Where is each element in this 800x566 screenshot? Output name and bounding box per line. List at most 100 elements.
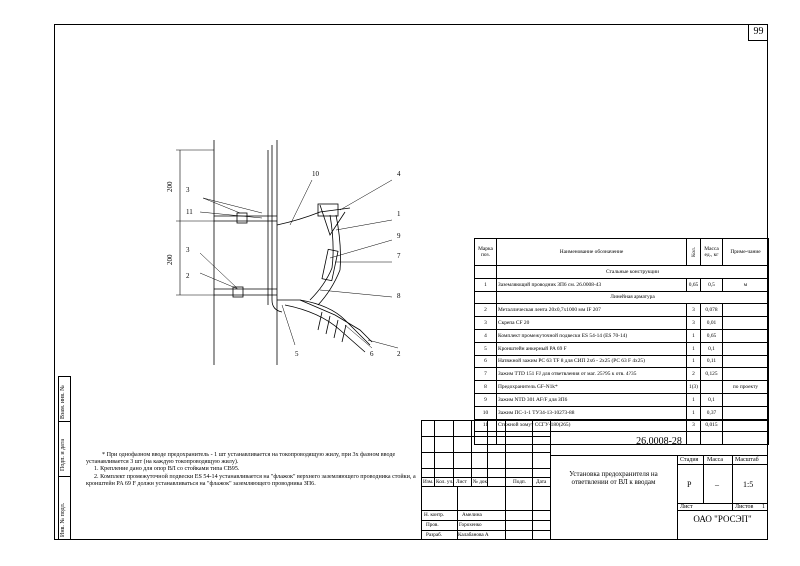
band-clip [236,212,248,224]
person-name: Горохенко [459,522,482,528]
mass-value: – [715,480,719,489]
change-header: Подп. [513,479,526,485]
spec-cell [474,265,497,279]
spec-mass: 0,37 [700,405,723,420]
spec-note: по проекту [722,380,769,394]
specification-table: Марка поз. Наименование обозначение Кол.… [474,238,769,446]
spec-qty: 1 [686,392,701,407]
notes: * При однофазном вводе предохранитель - … [86,452,416,488]
col-note: Приме-чание [722,238,769,266]
spec-pos: 5 [474,341,497,356]
spec-section-row: Стальные конструкции [474,265,769,279]
spec-note [722,303,769,318]
spec-mass: 0,1 [700,392,723,407]
col-name: Наименование обозначение [496,238,687,266]
spec-qty: 3 [686,303,701,318]
spec-cell [474,290,497,305]
scale-value: 1:5 [743,480,754,489]
stage-label: Стадия [680,457,699,463]
person-name: Амелина [462,512,482,518]
spec-mass: 0,65 [700,328,723,343]
side-stamp-label: Подп. и дата [60,438,66,471]
side-stamp-label: Инв. № подл. [60,502,66,537]
note-line: 2. Комплект промежуточной подвески ES 54… [86,473,416,487]
spec-note [722,341,769,356]
callout: 1 [397,210,401,218]
document-code: 26.0008-28 [636,436,682,447]
organization: ОАО "РОСЭП" [693,514,752,524]
spec-name: Кронштейн анкерный PA 69 F [496,341,687,356]
callout: 8 [397,292,401,300]
suspension-clamp [317,203,339,217]
note-line: * При однофазном вводе предохранитель - … [86,452,396,466]
col-mass: Масса ед., кг [700,238,723,266]
sheets-label: Листов [735,504,754,510]
side-cell [59,476,70,539]
page-number: 99 [748,24,768,41]
change-header: № док. [473,479,489,485]
role-label: Пров. [426,522,439,528]
spec-note [722,367,769,382]
spec-pos: 6 [474,354,497,369]
spec-pos: 7 [474,367,497,382]
spec-mass: 0,125 [700,367,723,382]
fuse [321,248,339,282]
section-title: Линейная арматура [496,290,769,305]
callout: 2 [397,350,401,358]
stage-value: Р [687,480,692,489]
callout: 6 [370,350,374,358]
section-title: Стальные конструкции [496,265,769,279]
spec-qty: 0,65 [686,277,701,292]
callout: 9 [397,232,401,240]
spec-note [722,392,769,407]
side-cell [59,421,70,476]
spec-qty: 1 [686,405,701,420]
change-header: Лист [456,479,467,485]
spec-qty: 2 [686,367,701,382]
side-stamp-label: Взам. инв. № [60,385,66,419]
spec-qty: 1(3) [686,380,701,394]
spec-pos: 1 [474,277,497,292]
spec-note [722,316,769,330]
spec-section-row: Линейная арматура [474,290,769,305]
spec-mass [700,380,723,394]
mounting-drawing: 200 200 3 11 3 2 10 4 1 9 7 8 5 6 2 [166,140,401,365]
side-stamp: Взам. инв. № Подп. и дата Инв. № подл. [58,376,71,540]
spec-name: Скрепа CF 20 [496,316,687,330]
spec-name: Зажим ПС-1-1 ТУ34-13-10273-88 [496,405,687,420]
callout: 5 [295,350,299,358]
spec-pos: 4 [474,328,497,343]
spec-qty: 1 [686,341,701,356]
dimension-label: 200 [166,181,174,192]
spec-note [722,328,769,343]
spec-pos: 9 [474,392,497,407]
spec-qty: 3 [686,316,701,330]
callout: 3 [186,246,190,254]
spec-name: Комплект промежуточной подвески ES 54-14… [496,328,687,343]
spec-name: Предохранитель GF-N1k* [496,380,687,394]
spec-pos: 10 [474,405,497,420]
role-label: Разраб. [426,532,443,538]
spec-name: Натяжной зажим РС 63 TF 8 для СИП 2х6 - … [496,354,687,369]
spec-pos: 3 [474,316,497,330]
spec-mass: 0,5 [700,277,723,292]
change-header: Дата [536,479,547,485]
spec-mass: 0,11 [700,354,723,369]
spec-qty: 1 [686,354,701,369]
spec-mass: 0,078 [700,303,723,318]
spec-note [722,354,769,369]
dimension-label: 200 [166,254,174,265]
spec-name: Металлическая лента 20х0,7х1000 мм IF 20… [496,303,687,318]
spec-mass: 0,1 [700,341,723,356]
change-header: Кол. уч. [436,479,454,485]
spec-name: Зажим TTD 151 FJ для ответвления от маг.… [496,367,687,382]
mass-label: Масса [707,457,724,463]
role-label: Н. контр. [424,512,445,518]
callout: 4 [397,170,401,178]
